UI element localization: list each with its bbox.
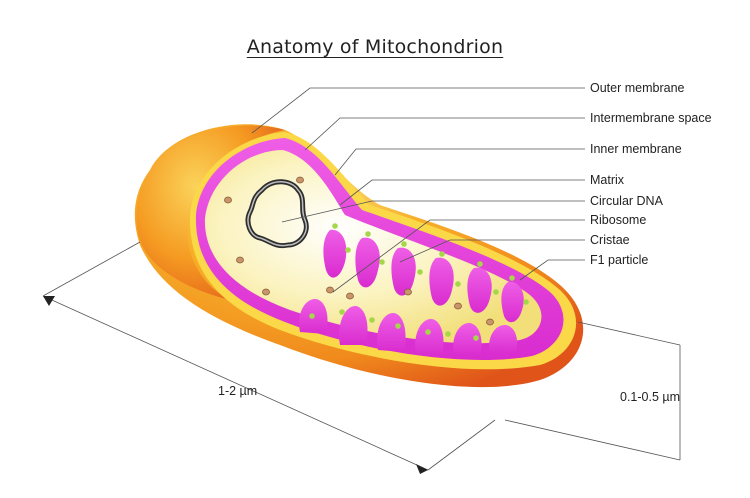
dimension-width-label: 0.1-0.5 µm — [620, 390, 681, 404]
label-ribosome: Ribosome — [590, 213, 647, 227]
dimension-length-label: 1-2 µm — [218, 384, 258, 398]
label-intermembrane-space: Intermembrane space — [590, 111, 712, 125]
dimension-arrow-bottom — [416, 464, 428, 474]
f1-particles — [309, 223, 529, 341]
leader-lines — [251, 87, 585, 293]
label-f1-particle: F1 particle — [590, 253, 649, 267]
dimension-lines — [42, 241, 681, 471]
ribosomes — [224, 176, 494, 326]
diagram-title: Anatomy of Mitochondrion — [246, 36, 504, 58]
label-inner-membrane: Inner membrane — [590, 142, 682, 156]
label-cristae: Cristae — [590, 233, 630, 247]
label-outer-membrane: Outer membrane — [590, 81, 685, 95]
label-matrix: Matrix — [590, 173, 625, 187]
title-container: Anatomy of Mitochondrion — [0, 36, 750, 58]
label-circular-dna: Circular DNA — [590, 194, 663, 208]
dimension-arrow-left — [43, 296, 55, 306]
circular-dna-highlight — [247, 181, 307, 247]
outer-membrane-cap — [136, 125, 285, 300]
